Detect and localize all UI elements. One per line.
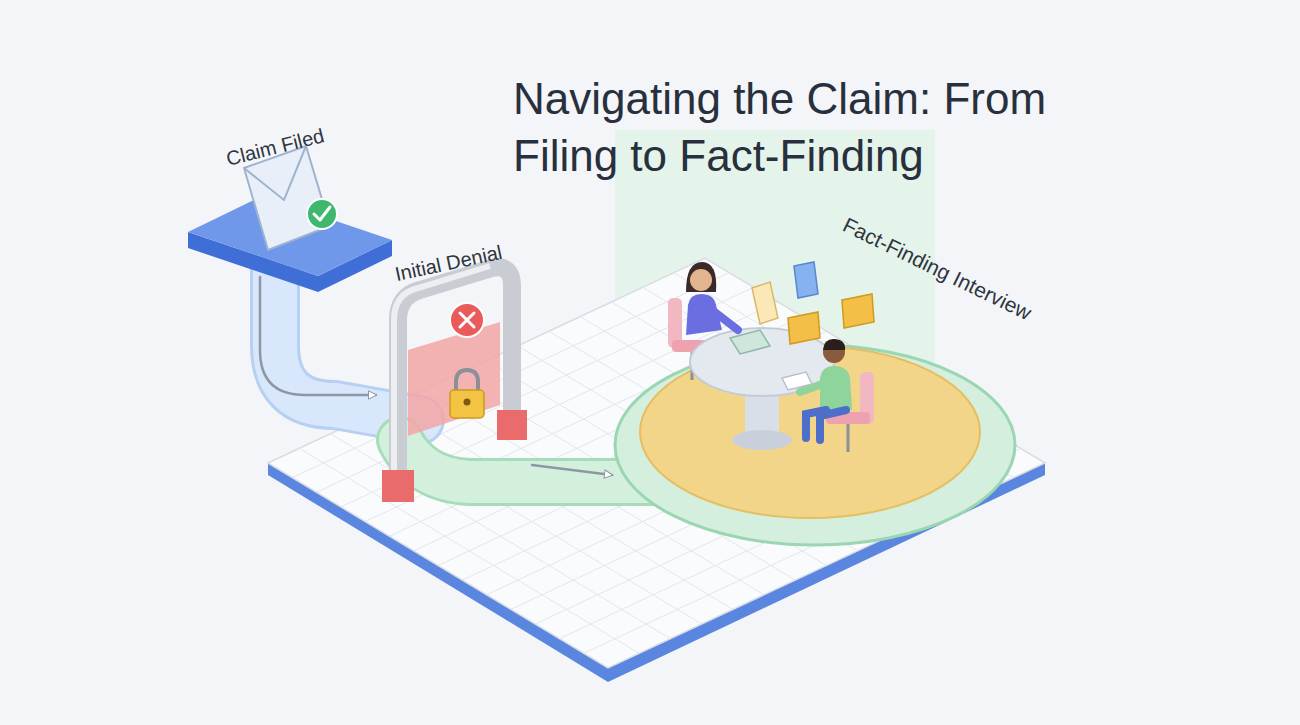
gate-arch-light <box>394 266 490 480</box>
deny-badge <box>450 303 484 337</box>
man-legs <box>806 410 846 440</box>
diagram-node: Initial Denial <box>376 245 532 507</box>
deny-cross <box>460 313 474 327</box>
woman-hair <box>686 262 716 292</box>
woman-arm <box>712 310 738 330</box>
diagram-node: Fact-Finding Interview <box>612 160 1074 548</box>
gate-arch <box>398 267 512 480</box>
paper-on-table <box>782 372 812 390</box>
diagram-title: Navigating the Claim: From Filing to Fac… <box>513 70 1153 184</box>
man-hair <box>823 339 845 350</box>
gate-base-left <box>382 470 414 502</box>
scroll-doc <box>752 282 778 324</box>
woman-head <box>690 269 712 291</box>
lock-hole <box>464 399 471 406</box>
flow-arrow <box>260 277 376 395</box>
folder <box>788 312 820 344</box>
floor <box>268 258 1045 668</box>
paper-on-table <box>730 330 770 354</box>
lock-body <box>450 390 484 418</box>
diagram-node: Claim Filed <box>185 105 392 277</box>
flow-arrow <box>532 465 612 475</box>
chair-leg <box>847 424 850 452</box>
lock-shackle <box>456 370 478 392</box>
table-foot <box>732 430 792 450</box>
folder <box>842 294 874 328</box>
node-label: Initial Denial <box>393 240 505 286</box>
node-label: Fact-Finding Interview <box>839 212 1036 325</box>
gate-barrier <box>408 322 500 436</box>
check-mark <box>314 207 330 220</box>
man-body <box>820 366 852 410</box>
node-label: Claim Filed <box>224 123 327 170</box>
gate-base-right <box>497 410 527 440</box>
doc-blue <box>794 262 818 298</box>
check-badge <box>307 199 337 229</box>
